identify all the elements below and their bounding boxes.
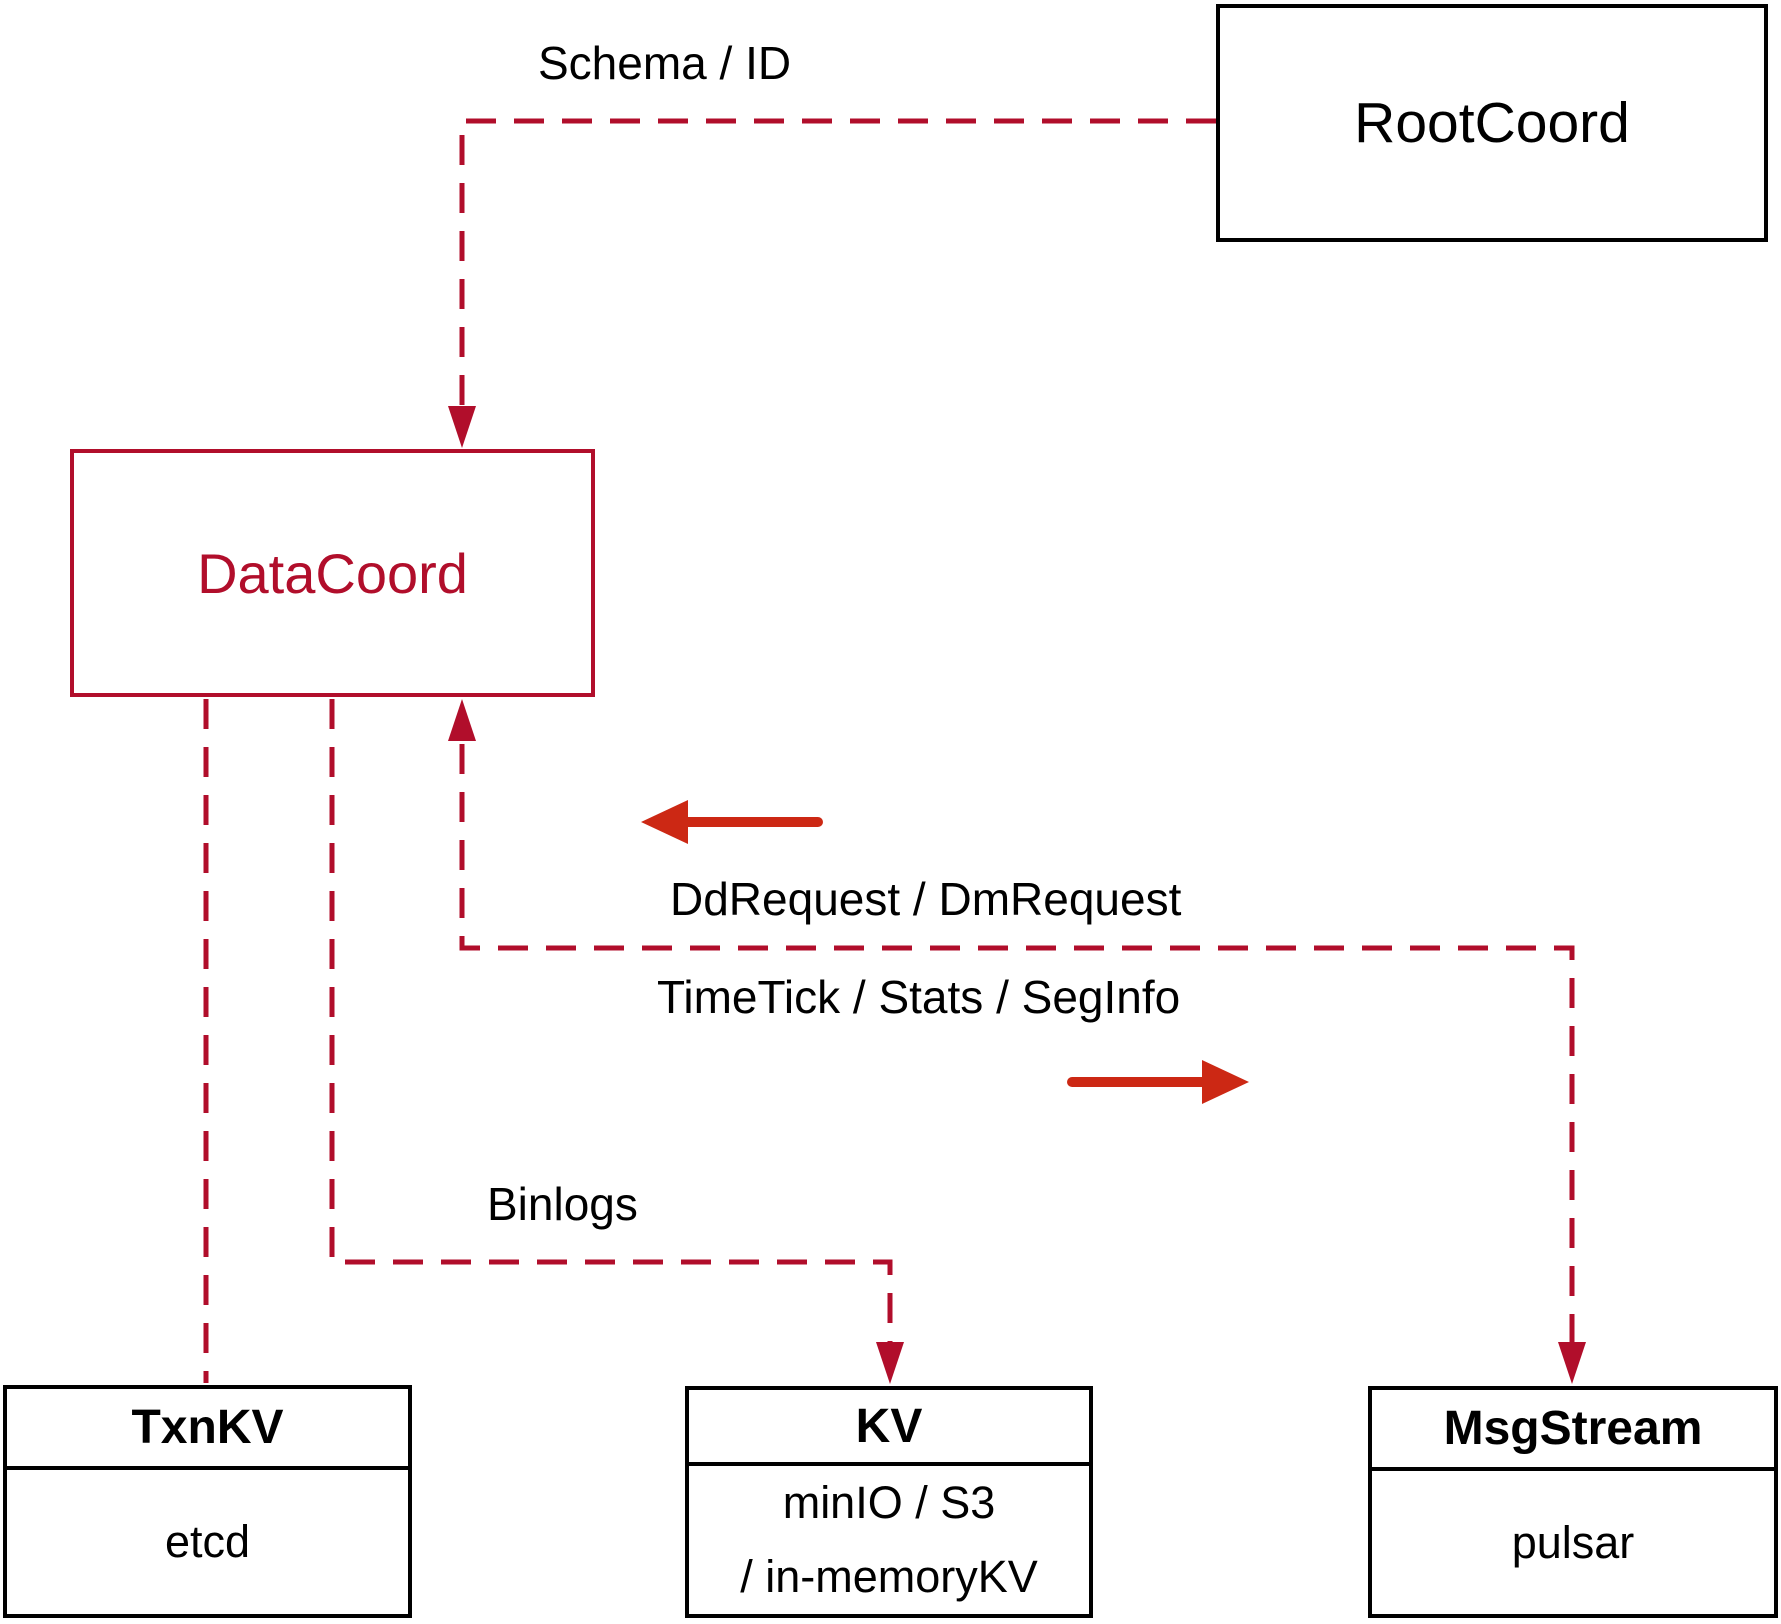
arrowhead-into-msgstream-icon: [1558, 1342, 1586, 1384]
node-datacoord-label: DataCoord: [197, 541, 468, 605]
arrowhead-into-datacoord-top-icon: [448, 406, 476, 448]
node-kv-body-line2: / in-memoryKV: [740, 1551, 1038, 1603]
node-rootcoord-label: RootCoord: [1354, 91, 1630, 155]
edge-label-schema-id: Schema / ID: [538, 37, 792, 89]
node-msgstream-title: MsgStream: [1372, 1390, 1774, 1471]
node-rootcoord: RootCoord: [1216, 4, 1768, 242]
arrowhead-into-kv-icon: [876, 1342, 904, 1384]
edge-label-ddrequest-dmrequest: DdRequest / DmRequest: [670, 873, 1182, 925]
node-kv-body-line1: minIO / S3: [782, 1477, 996, 1529]
right-direction-arrow-icon: [1202, 1060, 1249, 1104]
arrowhead-into-datacoord-bottom-icon: [448, 699, 476, 741]
node-txnkv: TxnKV etcd: [3, 1385, 412, 1618]
edge-msgstream-line: [459, 744, 1575, 1342]
node-kv-title: KV: [689, 1390, 1089, 1467]
node-msgstream-body: pulsar: [1511, 1516, 1635, 1568]
node-kv: KV minIO / S3 / in-memoryKV: [685, 1386, 1093, 1618]
node-msgstream: MsgStream pulsar: [1368, 1386, 1778, 1618]
node-txnkv-body: etcd: [164, 1516, 251, 1568]
edge-label-binlogs: Binlogs: [487, 1178, 638, 1230]
edge-label-timetick-stats-seginfo: TimeTick / Stats / SegInfo: [657, 971, 1181, 1023]
left-direction-arrow-icon: [641, 800, 688, 844]
edge-schema-id-line: [459, 118, 1216, 406]
node-datacoord: DataCoord: [70, 449, 595, 697]
edge-binlogs-line: [329, 699, 893, 1342]
node-txnkv-title: TxnKV: [7, 1389, 408, 1470]
